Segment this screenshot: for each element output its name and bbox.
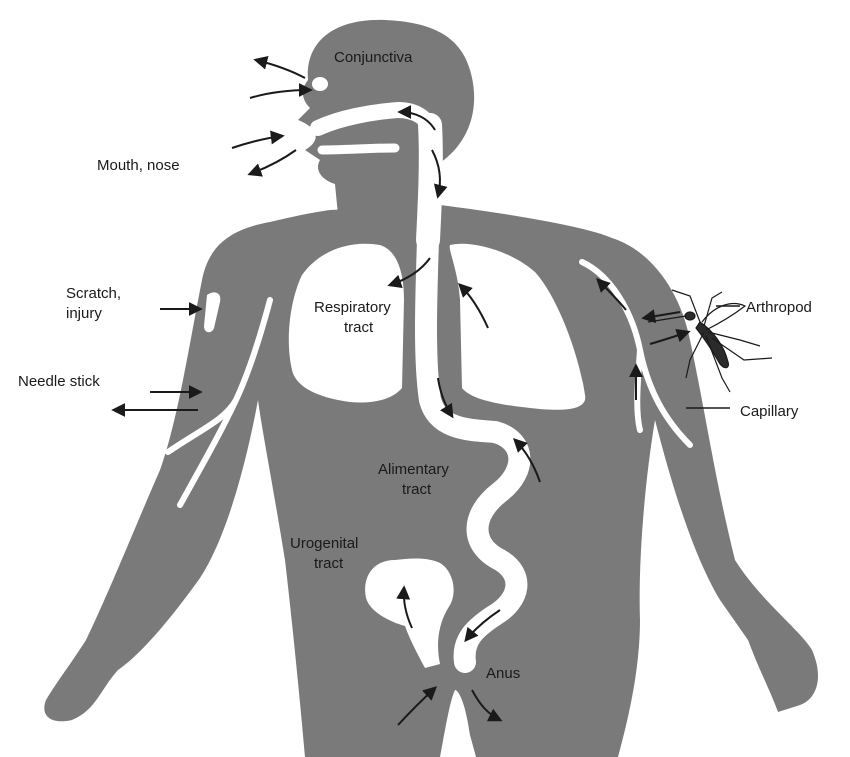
label-scratch: Scratch, <box>66 285 121 302</box>
trachea-esophagus <box>428 125 431 240</box>
label-conjunctiva: Conjunctiva <box>334 49 413 66</box>
mouth-opening <box>322 148 395 150</box>
label-respiratory: Respiratory <box>314 299 391 316</box>
label-injury: injury <box>66 305 102 322</box>
mosquito-body <box>696 322 728 368</box>
label-capillary: Capillary <box>740 403 799 420</box>
mosquito-wing <box>702 304 745 330</box>
label-urogenital-tract: tract <box>314 555 344 572</box>
label-needle-stick: Needle stick <box>18 373 100 390</box>
label-mouth-nose: Mouth, nose <box>97 157 180 174</box>
conjunctiva-entry-arrow <box>250 90 310 98</box>
mouth-entry-arrow <box>232 136 282 148</box>
conjunctiva-exit-arrow <box>256 60 305 78</box>
mosquito-head <box>685 312 695 320</box>
label-anus: Anus <box>486 665 520 682</box>
label-alimentary: Alimentary <box>378 461 449 478</box>
label-respiratory-tract: tract <box>344 319 374 336</box>
mouth-exit-arrow <box>250 150 296 174</box>
conjunctiva-eye <box>312 77 328 91</box>
label-alimentary-tract: tract <box>402 481 432 498</box>
label-arthropod: Arthropod <box>746 299 812 316</box>
label-urogenital: Urogenital <box>290 535 358 552</box>
